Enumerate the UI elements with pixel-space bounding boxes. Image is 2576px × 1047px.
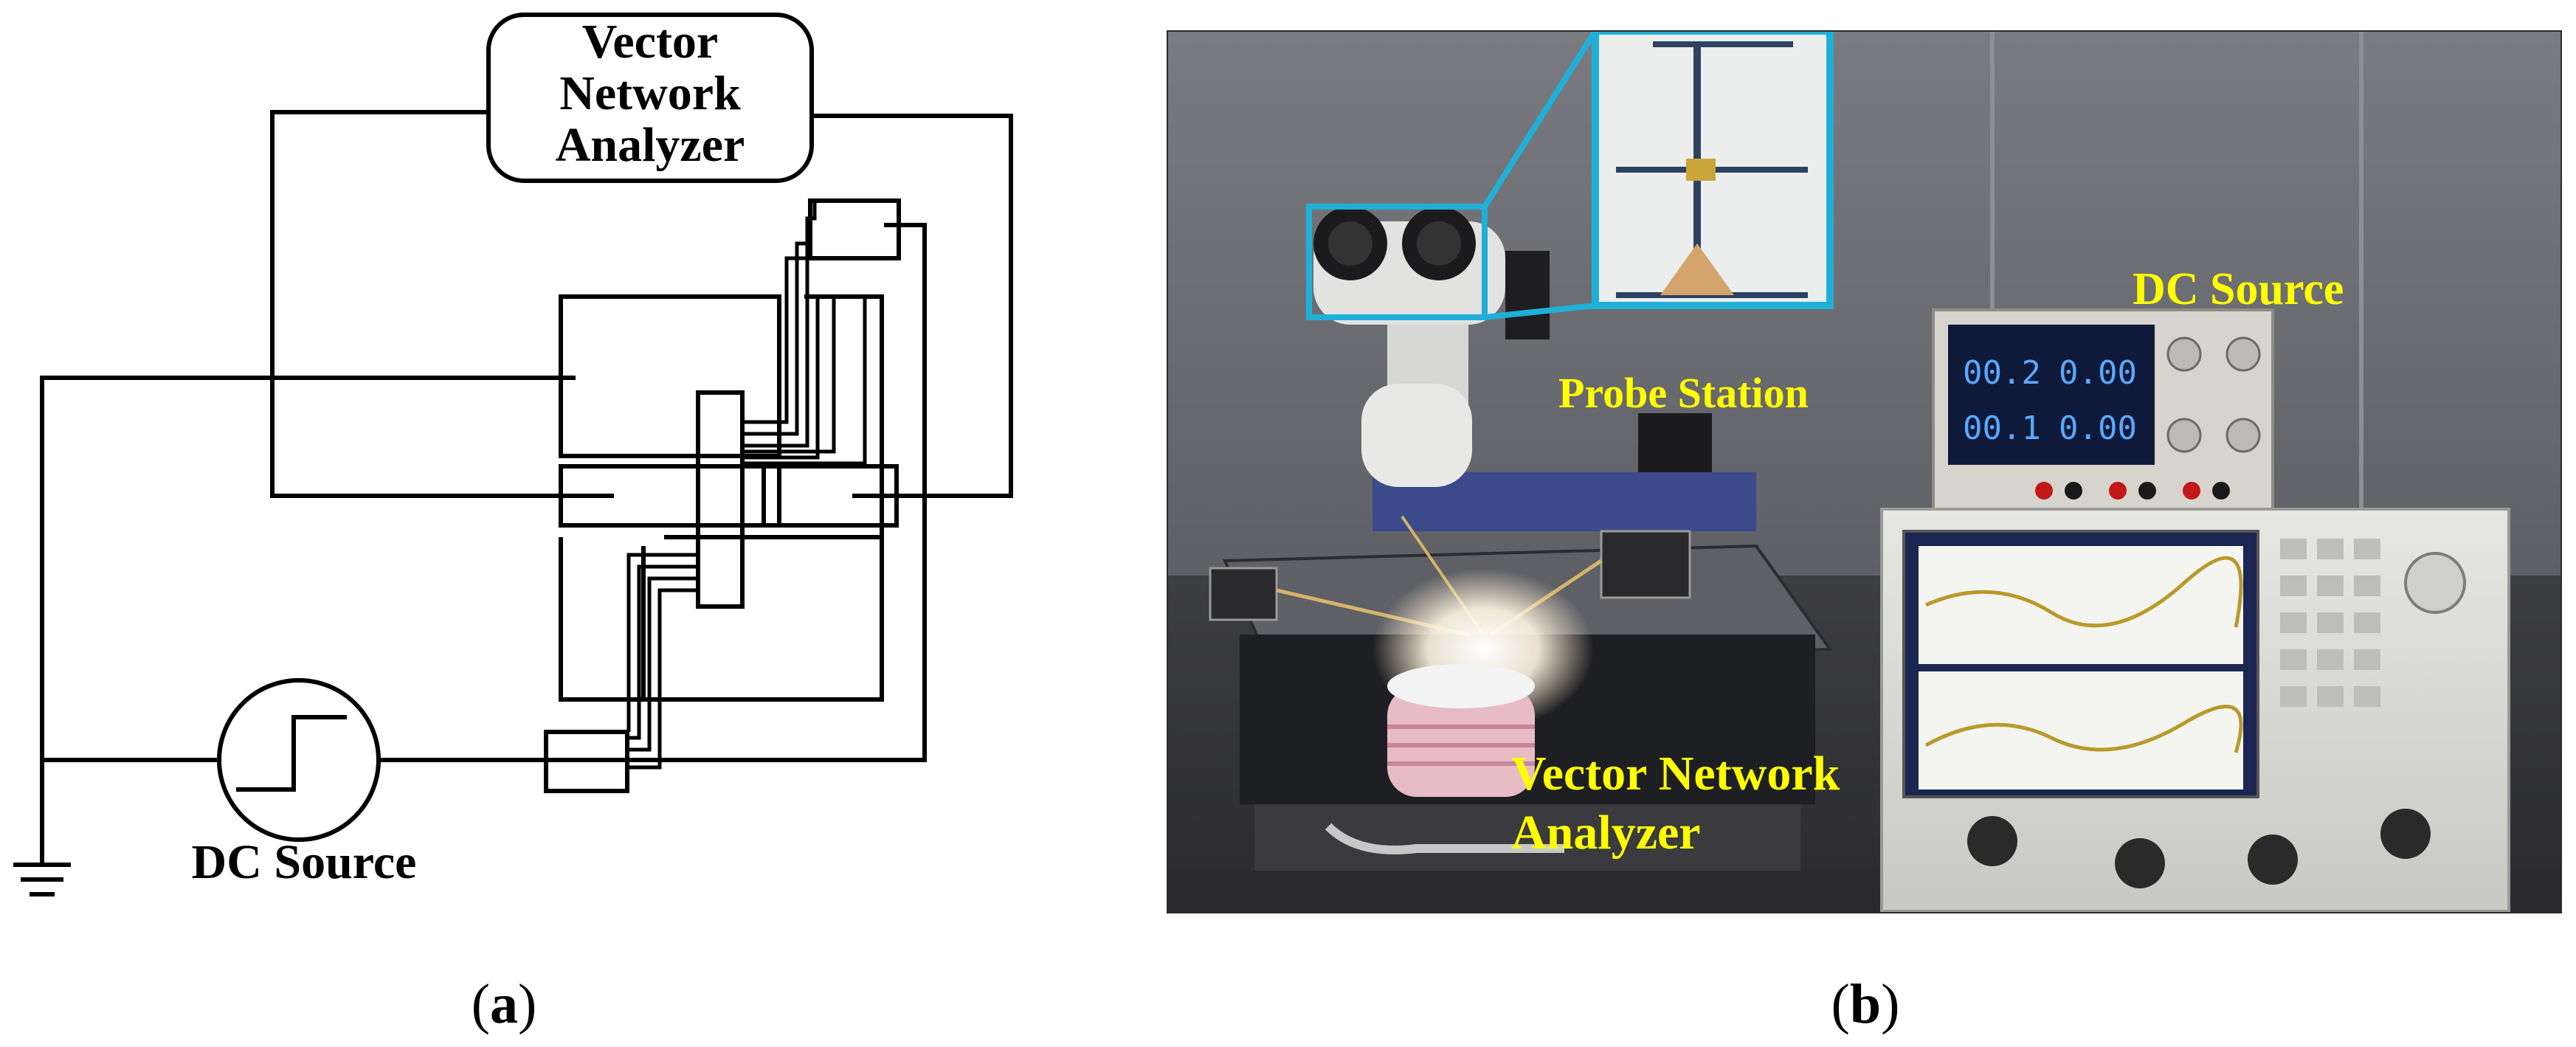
psu-readout-3: 00.1 bbox=[1963, 410, 2041, 447]
bottom-left-pad bbox=[544, 730, 629, 793]
right-frame bbox=[641, 294, 884, 702]
schematic-labels: Vector Network Analyzer DC Source bbox=[192, 15, 745, 889]
step-waveform bbox=[236, 715, 347, 792]
bottom-traces bbox=[626, 553, 698, 770]
ground-wire bbox=[40, 376, 576, 865]
ground-symbol bbox=[13, 863, 71, 896]
vna-callout-line2: Analyzer bbox=[1511, 806, 1701, 860]
dc-source-symbol bbox=[217, 678, 381, 842]
dc-power-supply: 00.2 0.00 00.1 0.00 bbox=[1932, 308, 2274, 511]
middle-right-pad bbox=[762, 464, 899, 528]
left-frame bbox=[559, 537, 643, 702]
vna-instrument bbox=[1880, 508, 2510, 913]
top-left-pad bbox=[559, 294, 781, 458]
top-traces bbox=[742, 201, 867, 466]
vna-left-wire bbox=[270, 110, 614, 498]
psu-readout-2: 0.00 bbox=[2059, 354, 2137, 392]
psu-readout-4: 0.00 bbox=[2059, 410, 2137, 447]
psu-readout-1: 00.2 bbox=[1963, 354, 2041, 392]
eyepiece-highlight bbox=[1306, 204, 1488, 320]
vna-callout-line1: Vector Network bbox=[1511, 747, 1840, 801]
panel-a-label: (a) bbox=[472, 973, 537, 1035]
probe-station-callout: Probe Station bbox=[1558, 369, 1809, 417]
dc-source-label: DC Source bbox=[192, 835, 417, 889]
device-zoom-inset bbox=[1592, 31, 1834, 309]
vna-label-line2: Network bbox=[559, 66, 741, 120]
vna-box bbox=[486, 13, 814, 183]
vna-right-wire bbox=[812, 114, 1013, 498]
vna-label-line1: Vector bbox=[582, 15, 718, 69]
schematic-panel bbox=[13, 13, 1013, 896]
central-device bbox=[696, 390, 745, 609]
lab-photo: 00.2 0.00 00.1 0.00 bbox=[1167, 30, 2562, 913]
vna-label-line3: Analyzer bbox=[556, 118, 745, 172]
middle-left-pad bbox=[559, 464, 781, 528]
dc-source-callout: DC Source bbox=[2133, 264, 2344, 314]
top-right-pad bbox=[808, 198, 901, 260]
panel-b-label: (b) bbox=[1831, 973, 1900, 1035]
dc-return-wire bbox=[605, 223, 927, 762]
